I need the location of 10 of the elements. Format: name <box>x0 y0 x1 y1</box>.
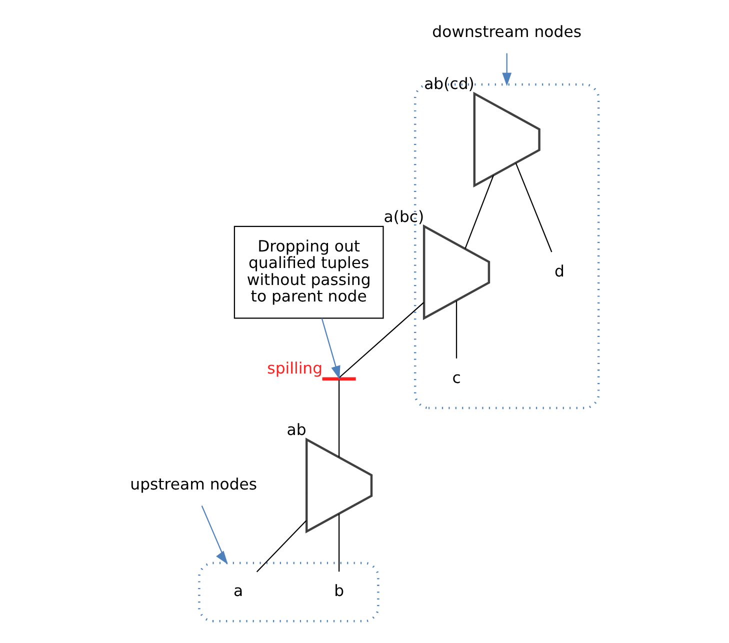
node-label: a(bc) <box>384 206 424 226</box>
node-text: a <box>234 581 244 600</box>
node-text: upstream nodes <box>130 474 258 494</box>
node-label: ab <box>286 420 306 440</box>
node-text: d <box>554 261 564 280</box>
node-label: ab(cd) <box>424 74 474 94</box>
node-text: c <box>452 368 461 388</box>
node-text: b <box>334 581 344 600</box>
node-text: downstream nodes <box>432 22 582 42</box>
node-label: spilling <box>267 358 323 378</box>
